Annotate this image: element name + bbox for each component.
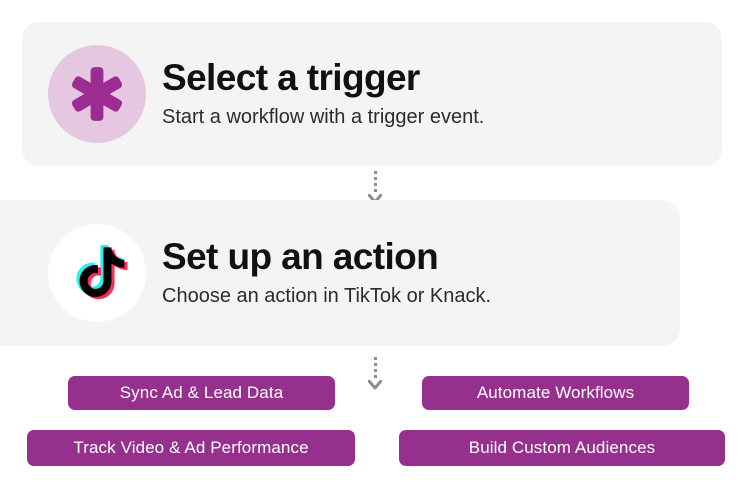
action-text-block: Set up an action Choose an action in Tik… xyxy=(162,237,491,308)
step-subtitle: Start a workflow with a trigger event. xyxy=(162,105,485,128)
action-icon-wrapper xyxy=(48,224,146,322)
asterisk-icon xyxy=(71,67,123,121)
step-card-action[interactable]: Set up an action Choose an action in Tik… xyxy=(0,200,680,346)
arrow-down-icon xyxy=(367,379,383,391)
automate-workflows-button[interactable]: Automate Workflows xyxy=(422,376,689,410)
connector-dotted-line xyxy=(373,171,377,192)
track-video-ad-performance-button[interactable]: Track Video & Ad Performance xyxy=(27,430,355,466)
connector-action-to-tags xyxy=(362,357,388,391)
step-subtitle: Choose an action in TikTok or Knack. xyxy=(162,284,492,307)
sync-ad-lead-data-button[interactable]: Sync Ad & Lead Data xyxy=(68,376,335,410)
tiktok-icon xyxy=(76,245,128,300)
connector-dotted-line xyxy=(373,357,377,378)
step-card-trigger[interactable]: Select a trigger Start a workflow with a… xyxy=(22,22,722,166)
trigger-text-block: Select a trigger Start a workflow with a… xyxy=(162,58,484,129)
trigger-icon-wrapper xyxy=(48,45,146,143)
step-title: Set up an action xyxy=(162,236,439,278)
step-title: Select a trigger xyxy=(162,57,420,99)
build-custom-audiences-button[interactable]: Build Custom Audiences xyxy=(399,430,725,466)
